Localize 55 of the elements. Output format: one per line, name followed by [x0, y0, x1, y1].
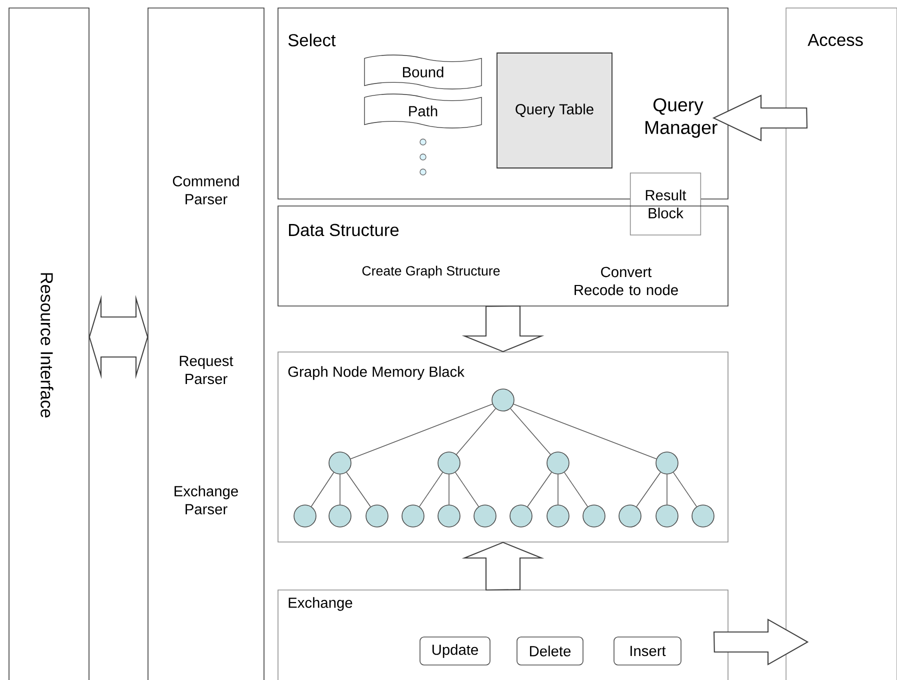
tree-node [656, 452, 678, 474]
wavy-box: Bound [364, 54, 482, 90]
block-arrow [462, 305, 544, 352]
tree-node [328, 452, 352, 474]
connector-line [419, 472, 443, 507]
heading: Data Structure [289, 224, 399, 236]
tree-node [656, 504, 678, 528]
tree-node [546, 504, 570, 528]
block-arrow [713, 618, 809, 666]
button: Insert [614, 636, 682, 666]
tree-node [692, 504, 714, 528]
tree-node [294, 504, 316, 528]
block-arrow [712, 94, 808, 142]
connector-line [310, 472, 334, 507]
connector-line [455, 472, 479, 507]
block-arrow [88, 294, 148, 380]
connector-line [636, 472, 661, 508]
tree-node [366, 504, 388, 528]
connector-line [666, 474, 668, 505]
tree-node [438, 452, 460, 474]
tree-node [328, 504, 352, 528]
label-text: Request Parser [180, 356, 234, 384]
heading: Graph Node Memory Black [288, 366, 464, 380]
heading: Select [288, 34, 336, 46]
tree-node [474, 504, 496, 528]
tree-node [438, 504, 460, 528]
heading: Access [808, 34, 863, 46]
result-box: Result Block [630, 172, 702, 236]
connector-line [456, 408, 496, 455]
connector-line [527, 472, 552, 508]
block-arrow [462, 542, 544, 591]
label-text: Commend Parser [172, 176, 239, 204]
tree-node [510, 504, 532, 528]
label-text: Convert Recode to node [574, 266, 678, 296]
connector-line [513, 404, 657, 460]
button: Update [420, 636, 490, 666]
tree-node [402, 504, 424, 528]
tree-node [582, 504, 606, 528]
label-text: Query Manager [646, 98, 718, 138]
label-text: Exchange Parser [174, 486, 238, 514]
heading: Exchange [288, 597, 352, 611]
tree-node [546, 452, 570, 474]
connector-line [564, 472, 588, 507]
connector-line [350, 404, 493, 460]
wavy-box: Path [364, 94, 482, 128]
connector-line [673, 472, 697, 507]
vertical-label: Resource Interface [40, 273, 54, 418]
tree-node [492, 388, 514, 412]
tree-node [618, 504, 642, 528]
connector-line [346, 472, 371, 508]
label-text: Create Graph Structure [362, 266, 500, 278]
connector-line [510, 408, 551, 455]
connector-line [448, 474, 450, 505]
table-box: Query Table [496, 52, 612, 168]
button: Delete [516, 636, 584, 666]
